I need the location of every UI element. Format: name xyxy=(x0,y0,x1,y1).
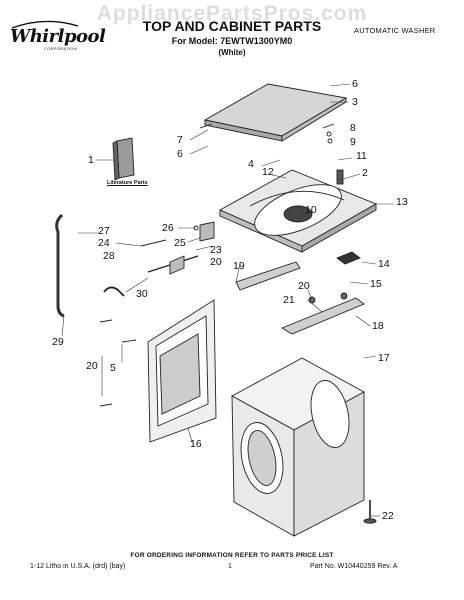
callout-label: 29 xyxy=(52,336,64,348)
model-line: For Model: 7EWTW1300YM0 xyxy=(171,36,293,46)
callout-label: 30 xyxy=(136,288,148,300)
callout-label: 21 xyxy=(283,294,295,306)
callout-label: 24 xyxy=(98,237,110,249)
callout-label: 2 xyxy=(362,167,368,179)
callout-label: 3 xyxy=(352,96,358,108)
page-title: TOP AND CABINET PARTS xyxy=(142,18,322,34)
color-line: (White) xyxy=(218,48,246,57)
cabinet-rail xyxy=(280,297,365,335)
callout-label: 13 xyxy=(396,196,408,208)
footer-litho: 1-12 Litho in U.S.A. (drd) (bay) xyxy=(30,563,126,570)
brand-logo: Whirlpool xyxy=(10,26,106,47)
callout-label: 19 xyxy=(233,260,245,272)
callout-label: 12 xyxy=(262,166,274,178)
brand-subtext: CORPORATION xyxy=(44,46,77,51)
ordering-info: FOR ORDERING INFORMATION REFER TO PARTS … xyxy=(130,552,334,559)
hose xyxy=(55,213,65,318)
callout-label: 17 xyxy=(378,352,390,364)
callout-label: 25 xyxy=(174,237,186,249)
callout-label: 26 xyxy=(162,222,174,234)
callout-label: 15 xyxy=(370,278,382,290)
callout-label: 20 xyxy=(210,256,222,268)
callout-label: 20 xyxy=(298,280,310,292)
footer-part-number: Part No. W10440259 Rev. A xyxy=(310,563,398,570)
literature-booklet xyxy=(116,137,135,179)
watermark-text: AppliancePartsPros.com xyxy=(96,2,368,25)
callout-label: 28 xyxy=(103,250,115,262)
callout-label: 14 xyxy=(378,258,390,270)
callout-label: 1 xyxy=(88,154,94,166)
product-type: AUTOMATIC WASHER xyxy=(354,26,436,35)
callout-label: 18 xyxy=(372,320,384,332)
callout-label: 8 xyxy=(350,122,356,134)
callout-label: 9 xyxy=(350,136,356,148)
callout-label: 23 xyxy=(210,244,222,256)
callout-label: 11 xyxy=(356,150,367,162)
callout-label: 5 xyxy=(110,362,116,374)
footer-page-number: 1 xyxy=(228,563,232,570)
callout-label: 10 xyxy=(305,204,317,216)
callout-label: 22 xyxy=(382,510,394,522)
callout-label: 6 xyxy=(352,78,358,90)
callout-label: 7 xyxy=(177,134,183,146)
callout-label: 6 xyxy=(177,148,183,160)
callout-label: 16 xyxy=(190,438,202,450)
callout-label: 4 xyxy=(248,158,254,170)
callout-label: 27 xyxy=(98,225,110,237)
callout-label: 20 xyxy=(86,360,98,372)
literature-parts-label: Literature Parts xyxy=(107,180,148,186)
brand-swoosh-icon xyxy=(11,20,79,29)
lid-switch xyxy=(336,251,361,265)
